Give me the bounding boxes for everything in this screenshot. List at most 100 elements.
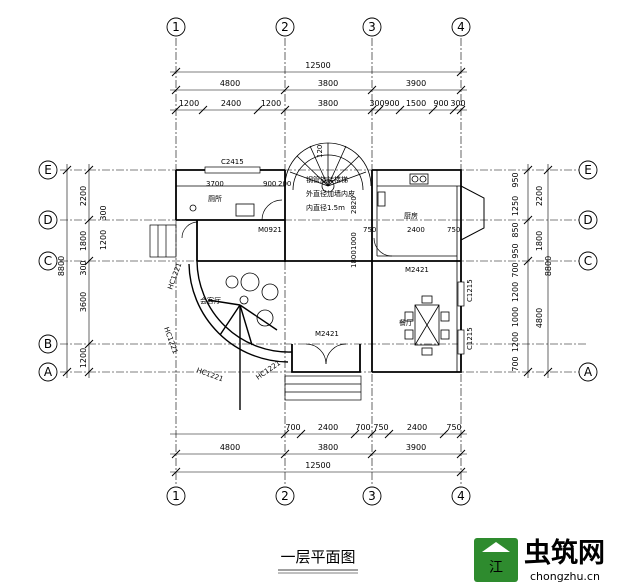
dim-left-2: 1800 (79, 231, 88, 251)
dim-right-inner-6: 1200 (511, 282, 520, 302)
dimension-ticks (62, 67, 553, 477)
dim-left-1: 2200 (79, 186, 88, 206)
watermark: 江 虫筑网 chongzhu.cn (474, 537, 605, 583)
axis-bottom-3: 3 (368, 489, 376, 503)
dim-bot-r1-3: 700 (355, 423, 370, 432)
label-c1215-a: C1215 (466, 279, 474, 302)
dim-right-inner-7: 1000 (511, 307, 520, 327)
thin-walls (176, 170, 461, 372)
entry-steps (149, 224, 362, 401)
dim-top-r3-5: 300 (369, 99, 384, 108)
axis-bottom-1: 1 (172, 489, 180, 503)
watermark-logo-text: 江 (489, 560, 503, 576)
dim-total-bottom: 12500 (305, 461, 330, 470)
axis-bubbles (38, 17, 598, 506)
axis-bottom-2: 2 (281, 489, 289, 503)
label-dim-750a: 750 (363, 226, 376, 234)
axis-right-a: A (584, 365, 593, 379)
watermark-chinese: 虫筑网 (524, 537, 605, 569)
label-c1215-b: C1215 (466, 327, 474, 350)
label-dim-1800: 1800 (350, 250, 358, 268)
dim-left-5: 1200 (79, 348, 88, 368)
label-hc1221-b: HC1221 (162, 326, 179, 355)
dim-right-inner-1: 950 (511, 172, 520, 187)
dining-table (404, 295, 450, 356)
label-m0921: M0921 (258, 226, 282, 234)
axis-left-d: D (43, 213, 52, 227)
dim-right-inner-4: 950 (511, 243, 520, 258)
dim-right-total: 8800 (544, 256, 553, 276)
axis-right-e: E (584, 163, 592, 177)
label-dim-2400: 2400 (407, 226, 425, 234)
label-dim-900: 900 (263, 180, 276, 188)
dim-bot-r1-2: 2400 (318, 423, 338, 432)
dim-left-total: 8800 (57, 256, 66, 276)
label-dining: 餐厅 (399, 318, 413, 327)
label-dim-1000: 1000 (350, 232, 358, 250)
dim-left-inner-2: 1200 (99, 230, 108, 250)
label-m2421-b: M2421 (315, 330, 339, 338)
dim-right-inner-3: 850 (511, 222, 520, 237)
dim-right-inner-5: 700 (511, 262, 520, 277)
label-toilet: 厕所 (208, 194, 222, 203)
dim-bot-3: 3900 (406, 443, 426, 452)
dim-left-inner-1: 300 (99, 205, 108, 220)
living-room-furniture (225, 272, 279, 327)
dim-top-r3-7: 1500 (406, 99, 426, 108)
axis-left-c: C (44, 254, 52, 268)
axis-bottom-4: 4 (457, 489, 465, 503)
dim-bot-r1-1: 700 (285, 423, 300, 432)
dim-right-1: 2200 (535, 186, 544, 206)
dim-right-3: 4800 (535, 308, 544, 328)
dim-top-r3-1: 1200 (179, 99, 199, 108)
axis-top-1: 1 (172, 20, 180, 34)
axis-top-2: 2 (281, 20, 289, 34)
label-dim-200: 200 (278, 180, 291, 188)
dim-top-3: 3900 (406, 79, 426, 88)
kitchen-fixtures (377, 173, 429, 207)
label-hc1221-a: HC1221 (166, 262, 183, 291)
label-stair-note-2: 外直径加墙内皮 (306, 189, 355, 198)
dim-right-inner-8: 1200 (511, 332, 520, 352)
dimension-lines (66, 71, 549, 473)
axis-left-b: B (44, 337, 52, 351)
dim-top-r3-2: 2400 (221, 99, 241, 108)
dim-bot-2: 3800 (318, 443, 338, 452)
axis-left-e: E (44, 163, 52, 177)
drawing-title: 一层平面图 (280, 548, 355, 566)
dim-top-r3-3: 1200 (261, 99, 281, 108)
dim-bot-r1-6: 750 (446, 423, 461, 432)
axis-right-d: D (583, 213, 592, 227)
dim-bot-r1-5: 2400 (407, 423, 427, 432)
axis-top-3: 3 (368, 20, 376, 34)
dim-top-r3-4: 3800 (318, 99, 338, 108)
living-room-bay (188, 260, 293, 410)
label-dim-2820: 2820 (350, 196, 358, 214)
kitchen-bay-window (460, 185, 485, 241)
label-dim-3700: 3700 (206, 180, 224, 188)
axis-left-a: A (44, 365, 53, 379)
label-hc1221-d: HC1221 (255, 359, 282, 382)
watermark-logo-icon (474, 538, 518, 582)
toilet-fixtures (189, 203, 255, 217)
dim-right-inner-9: 700 (511, 356, 520, 371)
dim-top-r3-9: 300 (450, 99, 465, 108)
axis-right-c: C (584, 254, 592, 268)
dim-bot-r1-4: 750 (373, 423, 388, 432)
label-stair-note-1: 钢管旋转楼梯 (306, 175, 348, 184)
dim-bot-1: 4800 (220, 443, 240, 452)
windows (204, 166, 465, 355)
watermark-url: chongzhu.cn (530, 570, 600, 583)
dim-left-4: 3600 (79, 292, 88, 312)
label-stair-note-3: 内直径1.5m (306, 203, 345, 212)
label-dim-750b: 750 (447, 226, 460, 234)
spiral-staircase (284, 142, 372, 193)
dim-right-2: 1800 (535, 231, 544, 251)
axis-top-4: 4 (457, 20, 465, 34)
dim-total-top: 12500 (305, 61, 330, 70)
watermark-roof-icon (482, 542, 510, 552)
label-c2415: C2415 (221, 158, 244, 166)
door-swings (181, 199, 393, 365)
dim-right-inner-2: 1250 (511, 196, 520, 216)
